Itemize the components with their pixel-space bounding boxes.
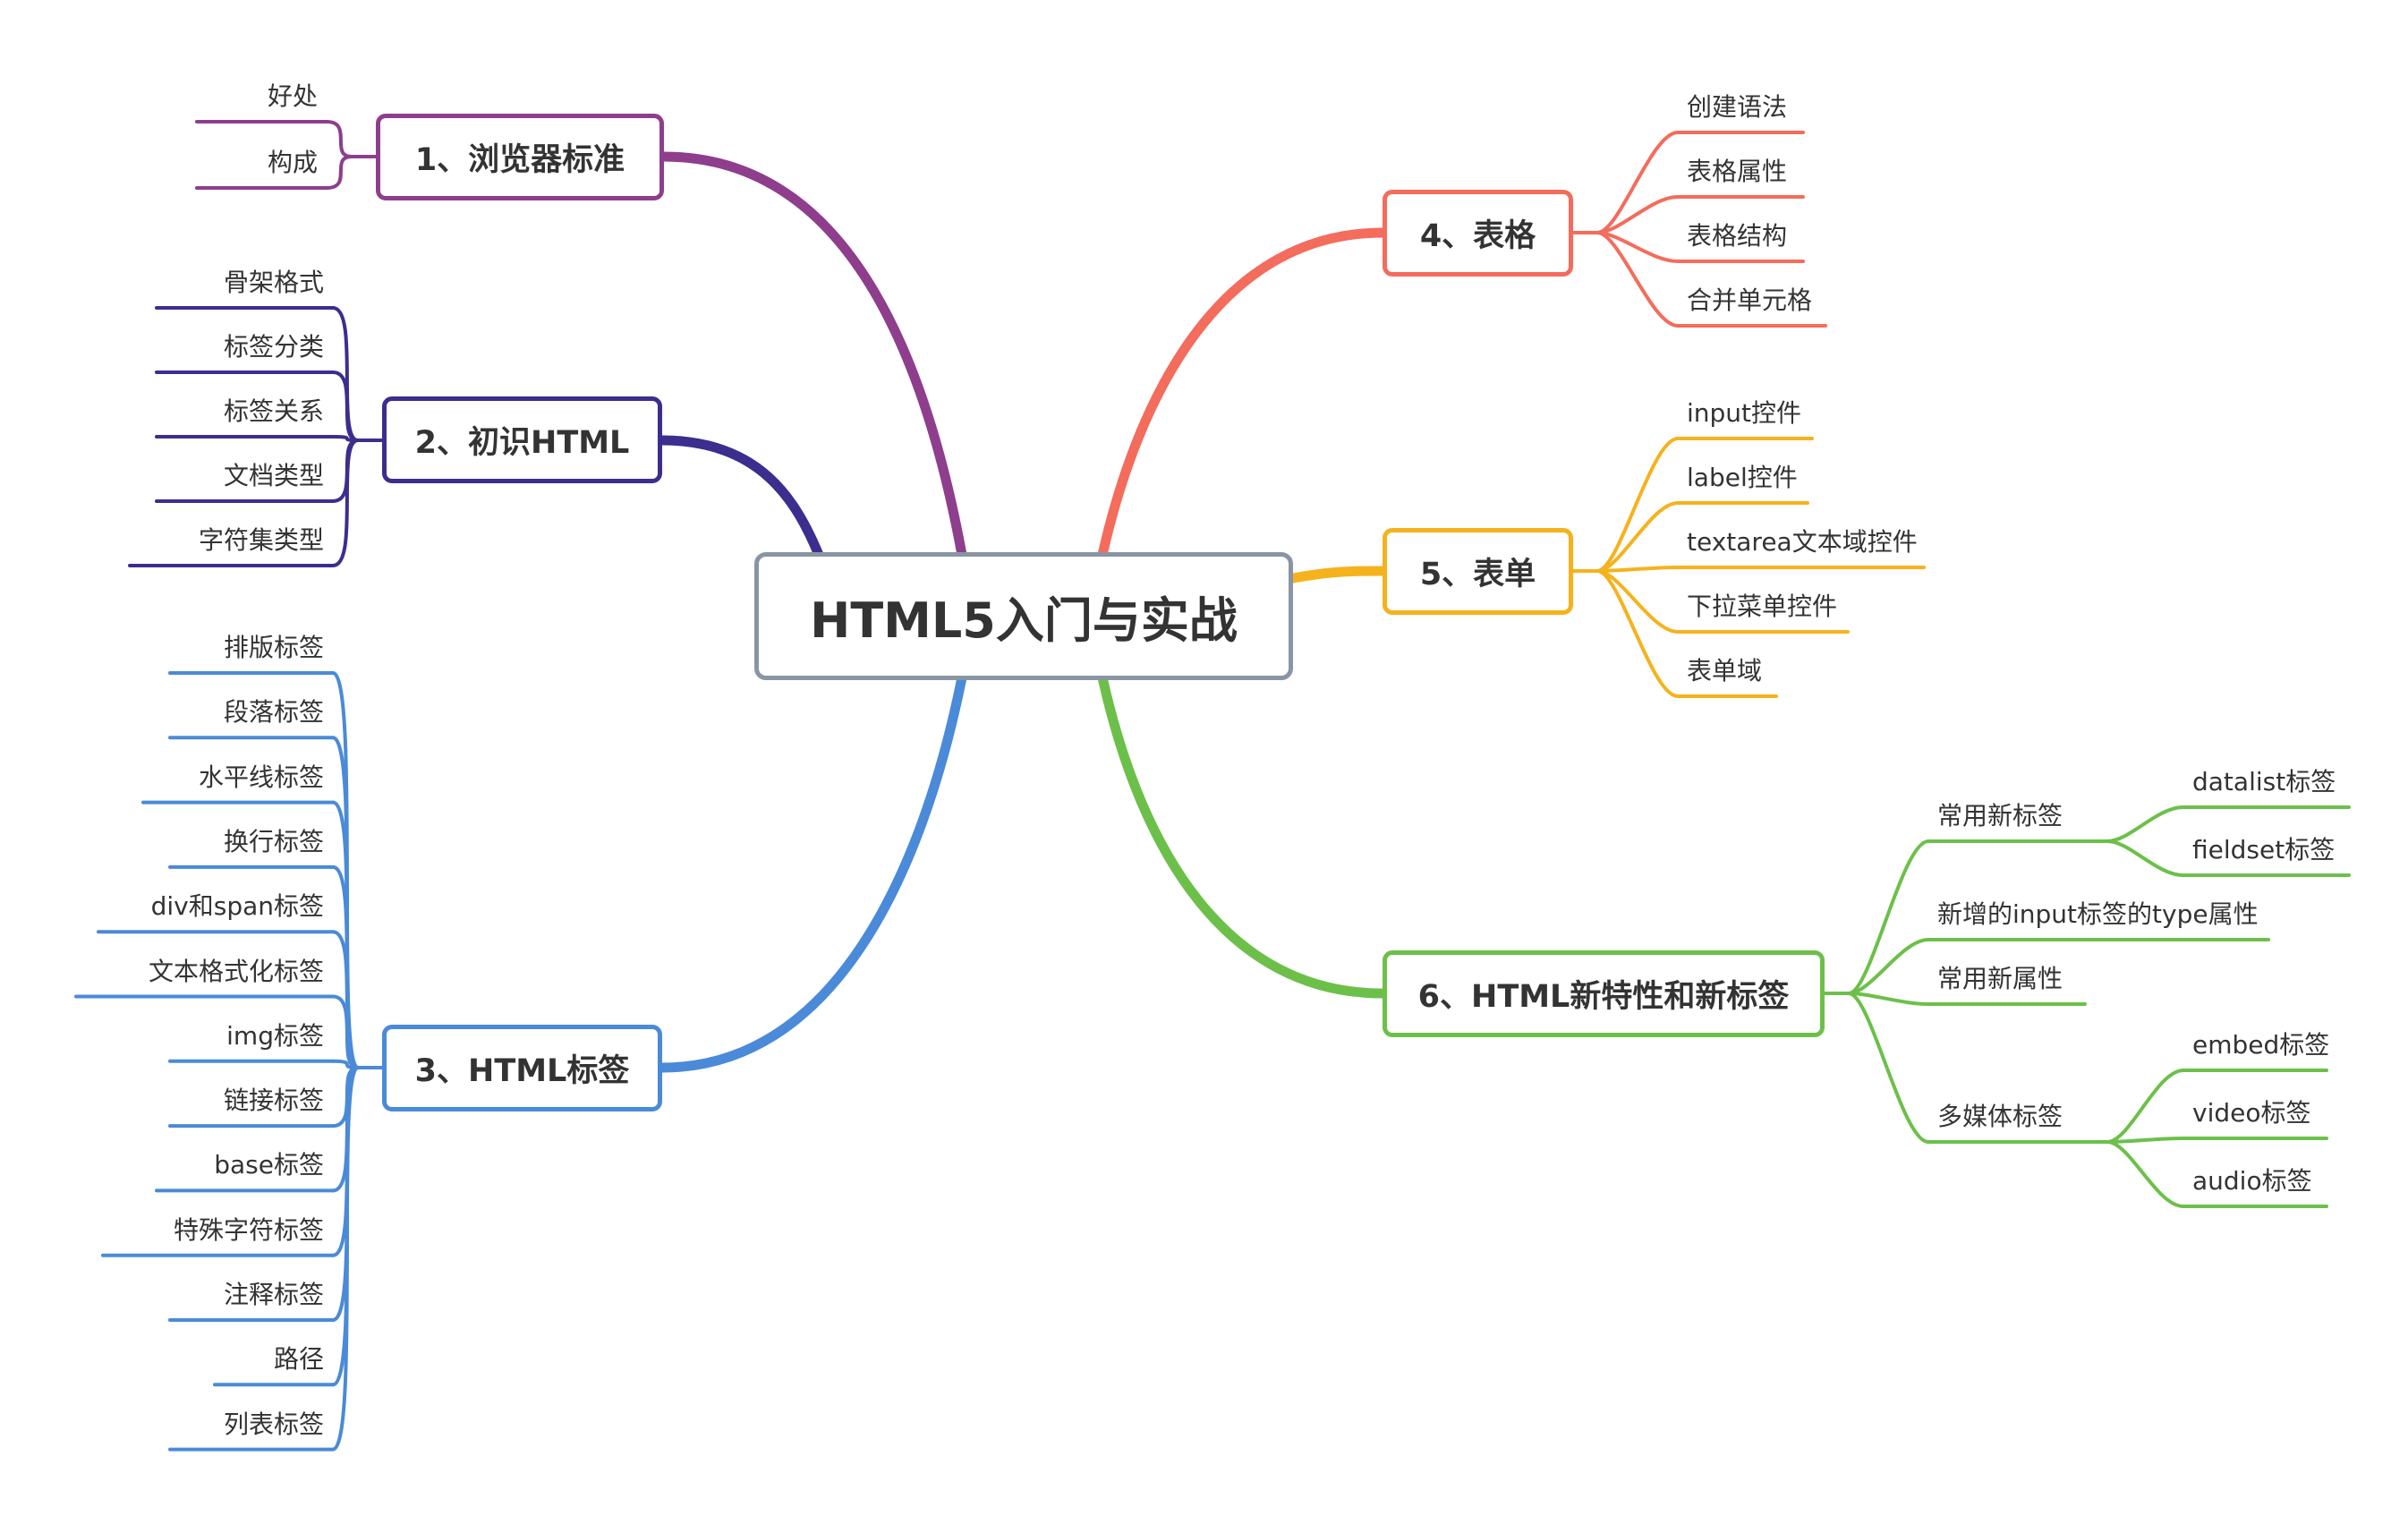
branch-3-leaf[interactable]: 换行标签 bbox=[223, 826, 324, 856]
main-connector-2 bbox=[657, 435, 824, 560]
branch-6-mid-leaf[interactable]: 常用新属性 bbox=[1937, 964, 2063, 993]
root-topic-label: HTML5入门与实战 bbox=[810, 592, 1238, 649]
branch-3-leaf[interactable]: 链接标签 bbox=[223, 1086, 324, 1116]
branch-4-leaf[interactable]: 表格结构 bbox=[1687, 221, 1788, 251]
branch-6-sub-leaf[interactable]: datalist标签 bbox=[2192, 767, 2336, 796]
branch-5-leaf[interactable]: 下拉菜单控件 bbox=[1687, 592, 1838, 621]
branch-6-sub-leaf[interactable]: audio标签 bbox=[2192, 1166, 2312, 1196]
branch-2-leaf[interactable]: 骨架格式 bbox=[223, 268, 324, 297]
branch-6-sub-connector bbox=[2106, 805, 2185, 843]
branch-4-leaf-connector bbox=[1595, 231, 1680, 328]
branch-4-leaf[interactable]: 合并单元格 bbox=[1687, 285, 1813, 315]
main-connector-3 bbox=[657, 672, 967, 1073]
branch-3-leaf[interactable]: 文本格式化标签 bbox=[148, 956, 324, 986]
root-topic[interactable]: HTML5入门与实战 bbox=[754, 552, 1293, 680]
branch-1-leaf[interactable]: 构成 bbox=[267, 148, 318, 177]
branch-6-sub-leaf[interactable]: fieldset标签 bbox=[2192, 835, 2336, 864]
branch-3-leaf[interactable]: 段落标签 bbox=[223, 697, 324, 728]
branch-1-leaf-connector bbox=[325, 120, 353, 158]
branch-3-leaf[interactable]: div和span标签 bbox=[150, 891, 324, 922]
branch-6-mid-connector bbox=[1847, 839, 1930, 995]
branch-6-mid-connector bbox=[1847, 992, 1930, 1144]
branch-1-leaf[interactable]: 好处 bbox=[267, 81, 318, 111]
branch-3-leaf[interactable]: 特殊字符标签 bbox=[173, 1214, 324, 1245]
branch-topic-2-label: 2、初识HTML bbox=[414, 425, 630, 461]
branch-6-mid-connector bbox=[1847, 992, 1930, 1006]
branch-topic-3-label: 3、HTML标签 bbox=[414, 1053, 630, 1089]
branch-topic-2[interactable]: 2、初识HTML bbox=[382, 396, 662, 483]
branch-3-leaf[interactable]: 列表标签 bbox=[223, 1409, 324, 1439]
branch-2-leaf-connector bbox=[331, 370, 360, 442]
branch-2-leaf[interactable]: 字符集类型 bbox=[198, 525, 324, 555]
branch-6-sub-leaf[interactable]: video标签 bbox=[2192, 1098, 2311, 1128]
branch-3-leaf[interactable]: img标签 bbox=[226, 1020, 324, 1051]
branch-5-leaf[interactable]: input控件 bbox=[1687, 398, 1802, 428]
branch-topic-1[interactable]: 1、浏览器标准 bbox=[376, 114, 664, 200]
branch-2-leaf-connector bbox=[331, 439, 360, 567]
branch-6-sub-leaf[interactable]: embed标签 bbox=[2192, 1030, 2330, 1060]
branch-2-leaf[interactable]: 文档类型 bbox=[223, 461, 324, 490]
branch-3-leaf[interactable]: 水平线标签 bbox=[198, 762, 324, 792]
branch-5-leaf-connector bbox=[1595, 501, 1680, 573]
branch-topic-4-label: 4、表格 bbox=[1419, 218, 1536, 254]
branch-1-leaf-connector bbox=[325, 155, 353, 190]
branch-4-leaf-connector bbox=[1595, 231, 1680, 263]
branch-3-leaf-connector bbox=[331, 930, 360, 1069]
branch-3-leaf[interactable]: 路径 bbox=[273, 1344, 324, 1375]
branch-topic-1-label: 1、浏览器标准 bbox=[414, 142, 625, 178]
branch-2-leaf[interactable]: 标签关系 bbox=[223, 396, 324, 426]
branch-6-sub-connector bbox=[2106, 1069, 2185, 1144]
branch-topic-3[interactable]: 3、HTML标签 bbox=[382, 1025, 662, 1111]
main-connector-5 bbox=[1288, 566, 1388, 583]
branch-3-leaf[interactable]: base标签 bbox=[214, 1150, 324, 1180]
branch-6-mid-connector bbox=[1847, 938, 1930, 995]
branch-4-leaf[interactable]: 创建语法 bbox=[1687, 92, 1788, 122]
main-connector-1 bbox=[659, 151, 967, 560]
branch-6-sub-connector bbox=[2106, 1140, 2185, 1208]
branch-topic-5[interactable]: 5、表单 bbox=[1383, 528, 1573, 615]
branch-4-leaf-connector bbox=[1595, 195, 1680, 234]
branch-5-leaf[interactable]: 表单域 bbox=[1687, 656, 1763, 686]
branch-6-mid-leaf[interactable]: 多媒体标签 bbox=[1937, 1102, 2063, 1131]
main-connector-6 bbox=[1097, 672, 1388, 999]
branch-3-leaf[interactable]: 注释标签 bbox=[223, 1280, 324, 1309]
branch-5-leaf[interactable]: label控件 bbox=[1687, 463, 1798, 492]
main-connector-4 bbox=[1097, 227, 1388, 560]
branch-6-mid-leaf[interactable]: 新增的input标签的type属性 bbox=[1937, 899, 2259, 929]
branch-6-mid-leaf[interactable]: 常用新标签 bbox=[1937, 801, 2063, 830]
branch-topic-6-label: 6、HTML新特性和新标签 bbox=[1417, 979, 1790, 1015]
branch-2-leaf[interactable]: 标签分类 bbox=[223, 332, 324, 362]
branch-3-leaf-connector bbox=[331, 994, 360, 1069]
branch-5-leaf[interactable]: textarea文本域控件 bbox=[1687, 527, 1918, 557]
branch-5-leaf-connector bbox=[1595, 569, 1680, 698]
branch-6-sub-connector bbox=[2106, 839, 2185, 877]
branch-topic-4[interactable]: 4、表格 bbox=[1383, 190, 1573, 277]
branch-4-leaf-connector bbox=[1595, 131, 1680, 234]
branch-3-leaf[interactable]: 排版标签 bbox=[223, 633, 324, 662]
branch-4-leaf[interactable]: 表格属性 bbox=[1687, 157, 1788, 186]
branch-topic-6[interactable]: 6、HTML新特性和新标签 bbox=[1383, 950, 1825, 1037]
branch-topic-5-label: 5、表单 bbox=[1419, 557, 1536, 592]
branch-3-leaf-connector bbox=[331, 1066, 360, 1452]
branch-5-leaf-connector bbox=[1595, 437, 1680, 573]
